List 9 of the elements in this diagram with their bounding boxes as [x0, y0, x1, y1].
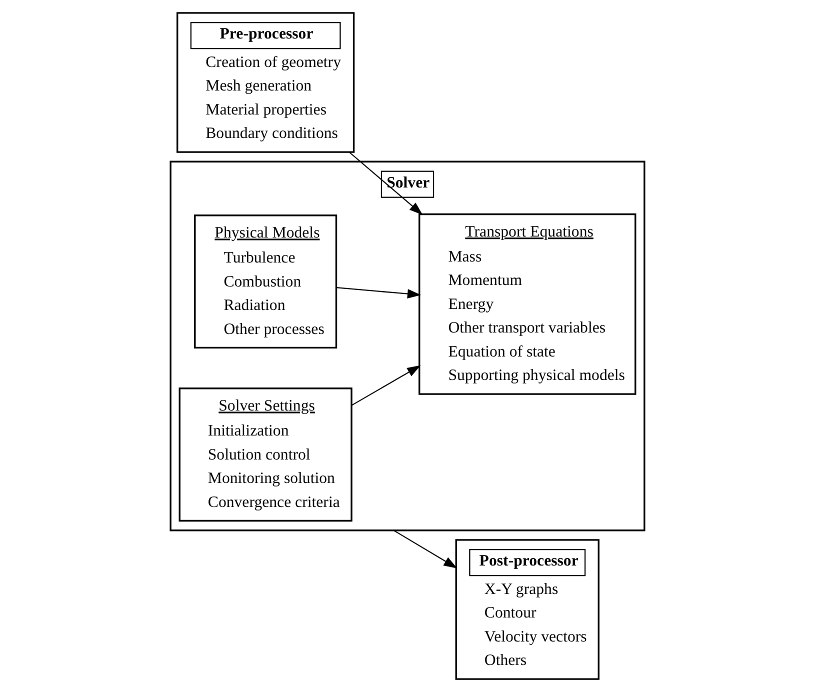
node-box: Post-processor X-Y graphs Contour Velocity vectors Others: [454, 539, 599, 680]
node-box: Solver Settings Initialization Solution control Monitoring solution Convergence criteria: [178, 388, 352, 522]
arrow: [348, 152, 422, 216]
arrow: [336, 287, 421, 299]
arrow: [350, 365, 420, 406]
node-box: Transport Equations Mass Momentum Energy Other transport variables Equation of state Supporting physical models: [418, 213, 636, 395]
arrow: [392, 530, 457, 568]
node-box: Physical Models Turbulence Combustion Radiation Other processes: [194, 214, 337, 349]
node-box: Pre-processor Creation of geometry Mesh generation Material properties Boundary conditions: [176, 12, 354, 153]
